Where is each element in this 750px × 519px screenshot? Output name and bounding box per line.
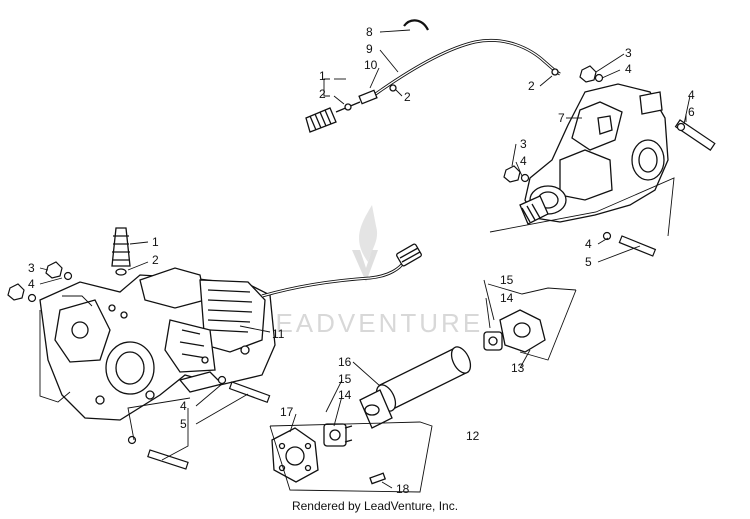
callout-3-right-mid: 3 — [520, 137, 527, 151]
callout-3-left: 3 — [28, 261, 35, 275]
callout-9: 9 — [366, 42, 373, 56]
callout-6: 6 — [688, 105, 695, 119]
callout-2-left: 2 — [152, 253, 159, 267]
callout-4-right: 4 — [688, 88, 695, 102]
transmission-hardware — [7, 261, 271, 470]
callout-17: 17 — [280, 405, 294, 419]
transmission-assembly — [39, 267, 276, 421]
callout-4-left: 4 — [28, 277, 35, 291]
callout-15-right: 15 — [500, 273, 514, 287]
callout-2-top-right: 2 — [528, 79, 535, 93]
watermark-logo: LEADVENTURE — [258, 205, 483, 338]
callout-11: 11 — [272, 327, 285, 341]
callout-2-top-left: 2 — [319, 87, 326, 101]
callout-14-left: 14 — [338, 388, 352, 402]
shift-boot-and-harness — [111, 227, 422, 298]
callout-5-left: 5 — [180, 417, 187, 431]
rubber-boot — [305, 107, 337, 133]
callout-7: 7 — [558, 111, 565, 125]
callout-1-left: 1 — [152, 235, 159, 249]
callout-10: 10 — [364, 58, 378, 72]
callout-3-right-top: 3 — [625, 46, 632, 60]
callout-12: 12 — [466, 429, 480, 443]
callout-8: 8 — [366, 25, 373, 39]
callout-15-left: 15 — [338, 372, 352, 386]
callout-5-right: 5 — [585, 255, 592, 269]
leader-lines — [39, 29, 691, 493]
gear-case-hardware — [503, 65, 716, 257]
callout-numbers: 1 2 10 8 9 2 2 3 4 4 6 7 3 4 4 5 1 2 3 4… — [28, 25, 695, 496]
shift-cable-assembly — [305, 19, 561, 133]
watermark-text: LEADVENTURE — [258, 308, 483, 338]
callout-1-top: 1 — [319, 69, 326, 83]
callout-4-right-bottom: 4 — [585, 237, 592, 251]
callout-2-top-mid: 2 — [404, 90, 411, 104]
callout-13: 13 — [511, 361, 525, 375]
callout-14-right: 14 — [500, 291, 514, 305]
footer-credit: Rendered by LeadVenture, Inc. — [291, 499, 459, 513]
front-gear-case — [519, 83, 669, 225]
callout-4-left-bottom: 4 — [180, 399, 187, 413]
callout-18: 18 — [396, 482, 410, 496]
drive-shaft-assembly — [271, 309, 546, 485]
callout-16: 16 — [338, 355, 352, 369]
callout-4-right-mid: 4 — [520, 154, 527, 168]
callout-4-right-top: 4 — [625, 62, 632, 76]
